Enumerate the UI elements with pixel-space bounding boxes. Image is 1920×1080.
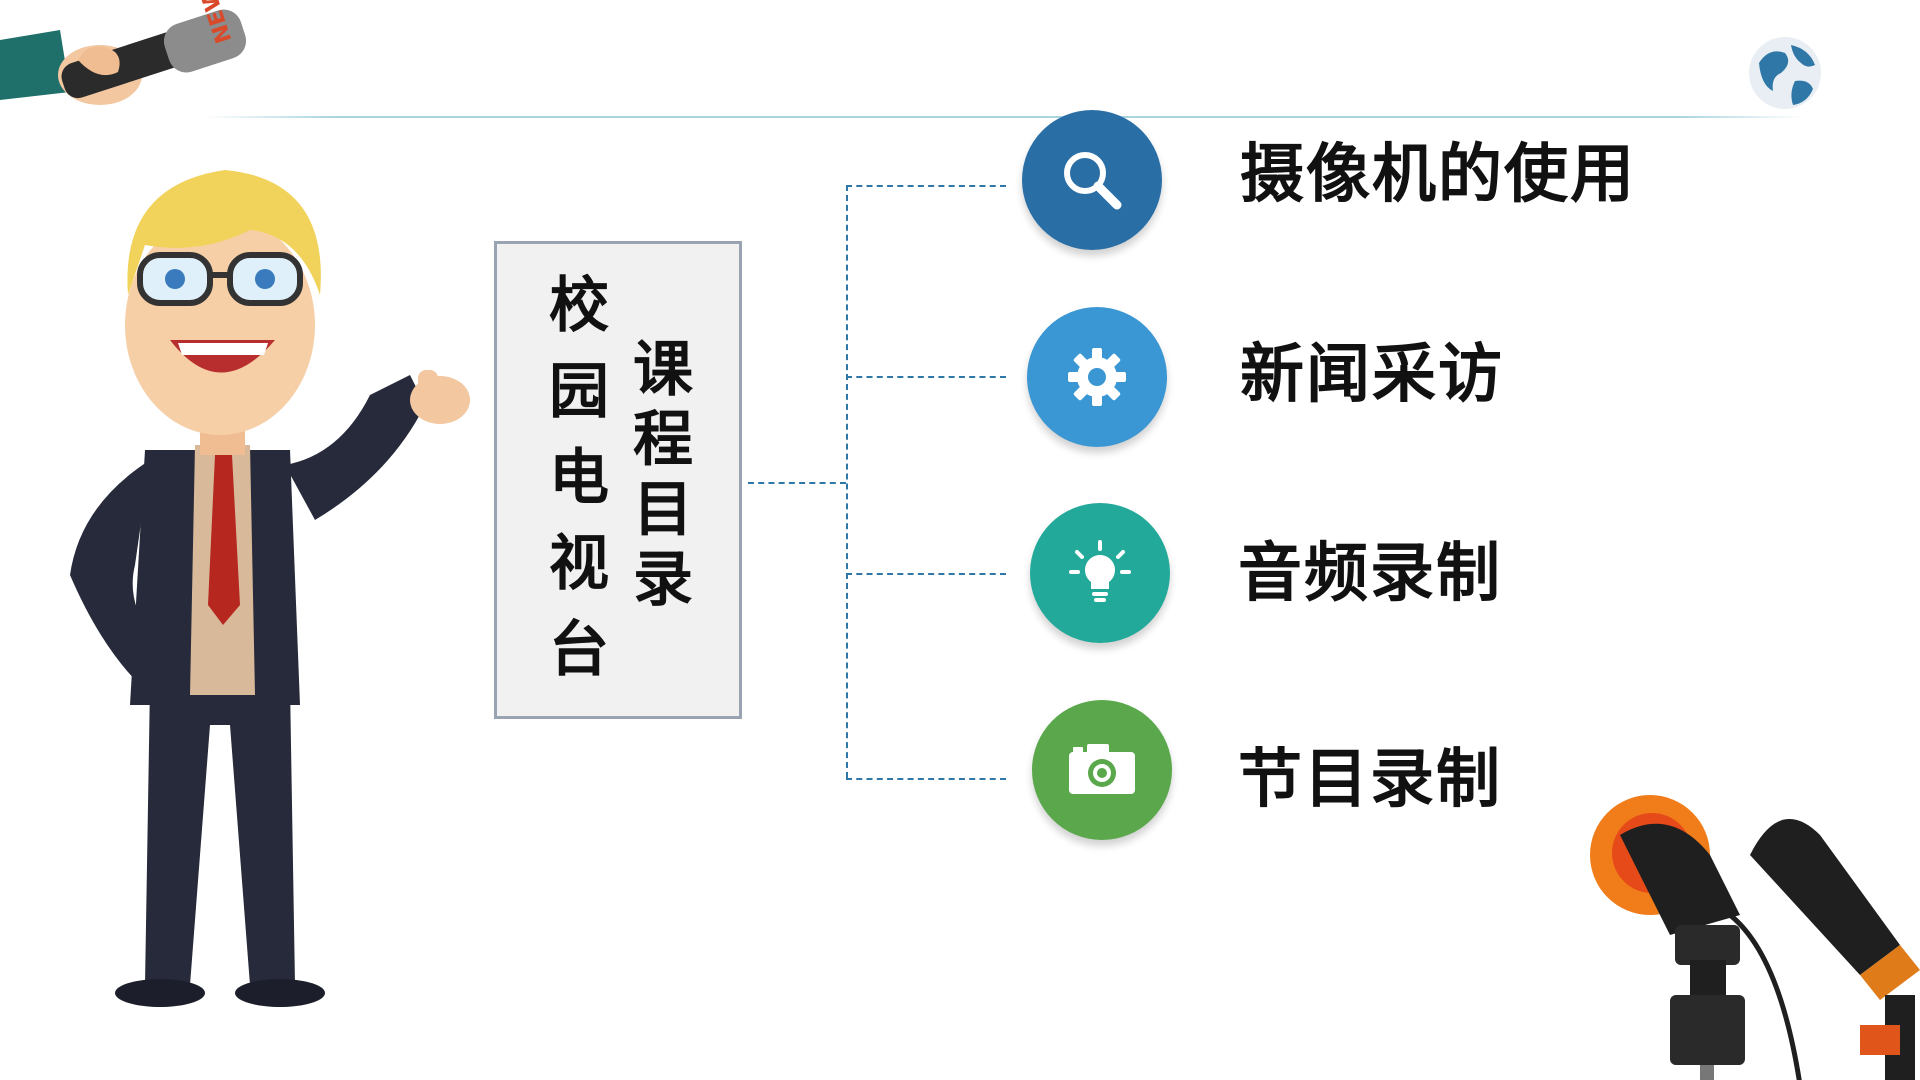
connector-main bbox=[748, 482, 846, 484]
presenter-illustration bbox=[70, 170, 470, 1007]
globe-icon bbox=[1749, 37, 1821, 109]
title-sub-char: 录 bbox=[633, 545, 693, 615]
search-icon bbox=[1064, 152, 1122, 210]
connector-branch bbox=[846, 573, 1006, 575]
title-sub-char: 课 bbox=[633, 335, 693, 405]
item-circle-news-interview[interactable] bbox=[1027, 307, 1167, 447]
item-label-news-interview[interactable]: 新闻采访 bbox=[1240, 338, 1504, 412]
header-divider bbox=[205, 116, 1805, 118]
item-circle-camera-usage[interactable] bbox=[1022, 110, 1162, 250]
connector-trunk bbox=[846, 185, 848, 778]
title-card: 校 园 电 视 台 课 程 目 录 bbox=[494, 241, 742, 719]
camera-icon bbox=[1069, 744, 1135, 794]
lightbulb-icon bbox=[1069, 540, 1131, 602]
title-main-char: 校 bbox=[549, 271, 609, 341]
connector-branch bbox=[846, 376, 1006, 378]
gear-icon bbox=[1068, 348, 1126, 406]
title-sub-char: 程 bbox=[633, 405, 693, 475]
item-label-audio-recording[interactable]: 音频录制 bbox=[1238, 537, 1502, 611]
news-microphone-illustration: NEWS bbox=[0, 0, 247, 105]
item-circle-audio-recording[interactable] bbox=[1030, 503, 1170, 643]
title-main-char: 视 bbox=[549, 529, 609, 599]
title-main-char: 台 bbox=[549, 615, 609, 685]
item-label-camera-usage[interactable]: 摄像机的使用 bbox=[1240, 138, 1636, 212]
title-sub-char: 目 bbox=[633, 475, 693, 545]
title-sub-vertical: 课 程 目 录 bbox=[633, 340, 693, 610]
title-main-vertical: 校 园 电 视 台 bbox=[549, 276, 609, 680]
item-circle-program-recording[interactable] bbox=[1032, 700, 1172, 840]
item-label-program-recording[interactable]: 节目录制 bbox=[1238, 743, 1502, 817]
connector-branch bbox=[846, 185, 1006, 187]
connector-branch bbox=[846, 778, 1006, 780]
title-main-char: 电 bbox=[549, 443, 609, 513]
microphones-illustration bbox=[1590, 795, 1920, 1080]
title-main-char: 园 bbox=[549, 357, 609, 427]
